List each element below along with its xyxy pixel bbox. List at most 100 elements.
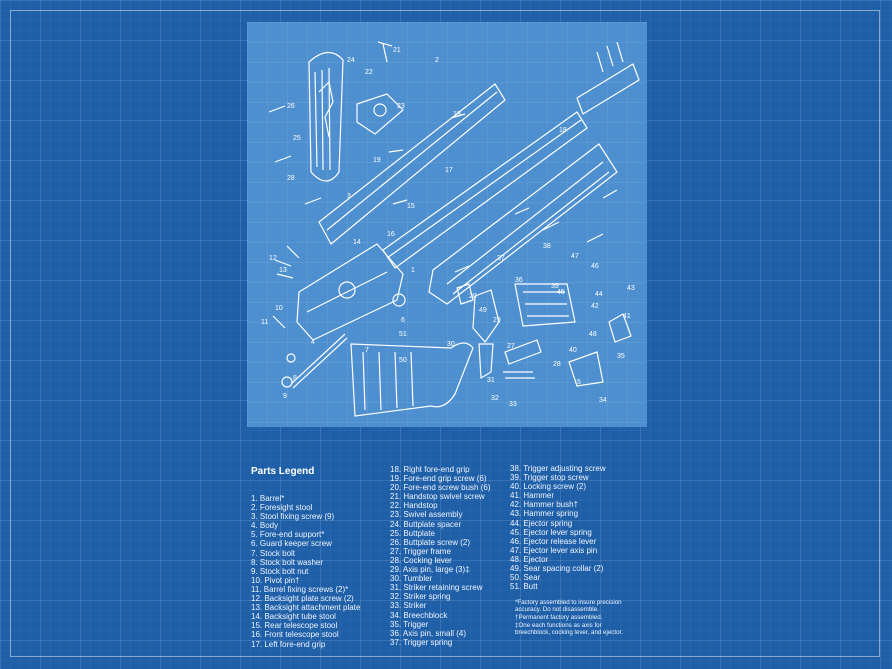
callout-24: 24 (347, 57, 355, 64)
callout-37: 37 (497, 255, 505, 262)
callout-28b: 28 (553, 361, 561, 368)
buttplate-part (308, 51, 344, 182)
legend-item: 22. Handstop (390, 501, 438, 511)
callout-30: 30 (447, 341, 455, 348)
legend-column-3: 38. Trigger adjusting screw 39. Trigger … (510, 464, 606, 591)
callout-28: 28 (287, 175, 295, 182)
callout-38: 38 (543, 243, 551, 250)
legend-item: 1. Barrel* (251, 494, 285, 503)
callout-11: 11 (261, 319, 268, 326)
legend-item: 45. Ejector lever spring (510, 527, 592, 537)
right-fore-end-grip-part (428, 143, 618, 305)
callout-14: 14 (353, 239, 361, 246)
callout-2: 2 (435, 57, 439, 64)
callout-41: 41 (623, 313, 631, 320)
callout-19: 19 (453, 111, 461, 118)
callout-25: 25 (293, 135, 301, 142)
legend-item: 43. Hammer spring (510, 509, 579, 519)
legend-item: 23. Swivel assembly (390, 510, 463, 520)
screw-parts (268, 105, 618, 363)
legend-item: 2. Foresight stool (251, 503, 313, 513)
callout-9: 9 (283, 393, 287, 400)
callout-8: 8 (293, 375, 297, 382)
rear-sight-bar-part (576, 41, 640, 115)
legend-item: 41. Hammer (510, 491, 555, 501)
callout-21: 21 (393, 47, 401, 54)
legend-item: 48. Ejector (510, 554, 549, 564)
legend-item: 26. Buttplate screw (2) (390, 537, 471, 547)
callout-33: 33 (509, 401, 517, 408)
legend-item: 21. Handstop swivel screw (390, 492, 485, 502)
callout-6: 6 (401, 317, 405, 324)
page-border (10, 10, 880, 657)
footnote-axis-pin: ‡One each functions as axis for breechbl… (515, 622, 623, 636)
legend-item: 44. Ejector spring (510, 518, 573, 528)
callout-5: 5 (577, 379, 581, 386)
legend-item: 16. Front telescope stool (251, 630, 339, 640)
legend-item: 37. Trigger spring (390, 637, 453, 647)
part-callout-numbers: 24 22 21 23 25 26 28 17 19 19 3 14 16 15… (261, 47, 635, 408)
exploded-parts-diagram: 24 22 21 23 25 26 28 17 19 19 3 14 16 15… (247, 22, 647, 427)
callout-45: 45 (557, 289, 565, 296)
callout-16: 16 (387, 231, 395, 238)
callout-31: 31 (487, 377, 495, 384)
butt-stock-part (350, 342, 474, 417)
legend-item: 8. Stock bolt washer (251, 557, 324, 567)
legend-item: 32. Striker spring (390, 592, 451, 602)
legend-item: 31. Striker retaining screw (390, 583, 483, 593)
callout-12: 12 (269, 255, 277, 262)
legend-column-2: 18. Right fore-end grip 19. Fore-end gri… (390, 465, 491, 647)
callout-47: 47 (571, 253, 579, 260)
callout-15: 15 (407, 203, 415, 210)
callout-13: 13 (279, 267, 287, 274)
legend-item: 40. Locking screw (2) (510, 482, 587, 492)
callout-7: 7 (365, 347, 369, 354)
legend-item: 10. Pivot pin† (251, 575, 300, 585)
legend-title: Parts Legend (251, 466, 315, 477)
callout-43: 43 (627, 285, 635, 292)
legend-item: 25. Buttplate (390, 528, 435, 538)
callout-49: 49 (479, 307, 487, 314)
callout-34: 34 (599, 397, 607, 404)
legend-item: 39. Trigger stop screw (510, 473, 589, 483)
callout-10: 10 (275, 305, 283, 312)
barrel-part (382, 111, 588, 269)
legend-item: 7. Stock bolt (251, 548, 296, 558)
legend-item: 30. Tumbler (390, 574, 433, 584)
callout-39: 39 (551, 283, 559, 290)
callout-22: 22 (365, 69, 373, 76)
legend-item: 46. Ejector release lever (510, 536, 597, 546)
legend-item: 19. Fore-end grip screw (6) (390, 474, 487, 484)
callout-1: 1 (411, 267, 415, 274)
legend-item: 9. Stock bolt nut (251, 566, 309, 576)
callout-29: 29 (493, 317, 501, 324)
legend-item: 13. Backsight attachment plate (251, 603, 361, 613)
callout-20: 20 (469, 293, 477, 300)
callout-51: 51 (399, 331, 407, 338)
callout-44: 44 (595, 291, 603, 298)
legend-item: 14. Backsight tube stool (251, 612, 336, 622)
legend-item: 5. Fore-end support* (251, 530, 325, 540)
stock-bolt-part (281, 333, 348, 389)
callout-23: 23 (397, 103, 405, 110)
legend-item: 50. Sear (510, 573, 541, 583)
legend-item: 51. Butt (510, 582, 538, 592)
callout-4: 4 (311, 339, 315, 346)
legend-item: 28. Cocking lever (390, 555, 452, 565)
body-part (296, 243, 404, 341)
callout-48: 48 (589, 331, 597, 338)
legend-item: 20. Fore-end screw bush (6) (390, 483, 491, 493)
callout-46: 46 (591, 263, 599, 270)
legend-item: 35. Trigger (390, 619, 429, 629)
left-fore-end-grip-part (318, 83, 506, 245)
legend-footnotes: *Factory assembled to insure precision a… (515, 599, 635, 637)
legend-item: 6. Guard keeper screw (251, 539, 332, 549)
callout-17: 17 (445, 167, 453, 174)
legend-item: 38. Trigger adjusting screw (510, 464, 606, 473)
callout-18: 18 (559, 127, 567, 134)
legend-item: 17. Left fore-end grip (251, 639, 326, 649)
legend-item: 3. Stool fixing screw (9) (251, 512, 335, 522)
rifle-parts-drawing: 24 22 21 23 25 26 28 17 19 19 3 14 16 15… (261, 41, 640, 417)
legend-item: 27. Trigger frame (390, 546, 451, 556)
legend-item: 4. Body (251, 521, 279, 531)
